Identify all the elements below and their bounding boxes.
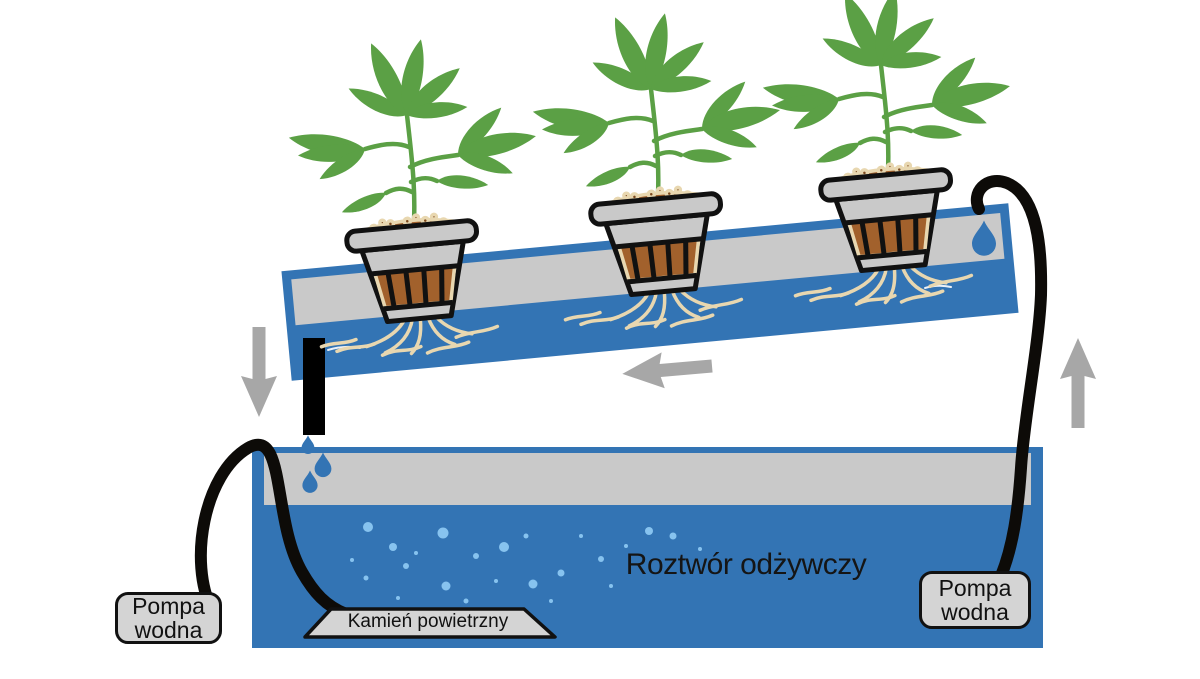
pump-left-line1: Pompa [132,593,205,619]
left-pump-tube [194,439,352,620]
pump-label-right: Pompa wodna [919,571,1031,629]
pump-left-line2: wodna [134,617,203,643]
plant-1 [287,37,538,237]
pump-right-line2: wodna [941,599,1009,625]
flow-arrow-left [620,348,714,392]
plant-3 [761,0,1012,187]
tank-inner-wall [264,453,1031,505]
drip-1 [301,435,315,454]
right-pump-tube [971,175,1048,582]
pump-label-left: Pompa wodna [115,592,222,644]
plant-2 [531,11,782,211]
air-stone-label: Kamień powietrzny [347,611,509,632]
drain-pipe [303,338,325,435]
pump-right-line1: Pompa [938,575,1012,601]
air-stone-shape [303,607,557,639]
flow-arrow-down [241,327,277,417]
flow-arrow-up [1060,338,1096,428]
air-bubbles [350,522,702,614]
nutrient-solution-label: Roztwór odżywczy [625,548,867,581]
